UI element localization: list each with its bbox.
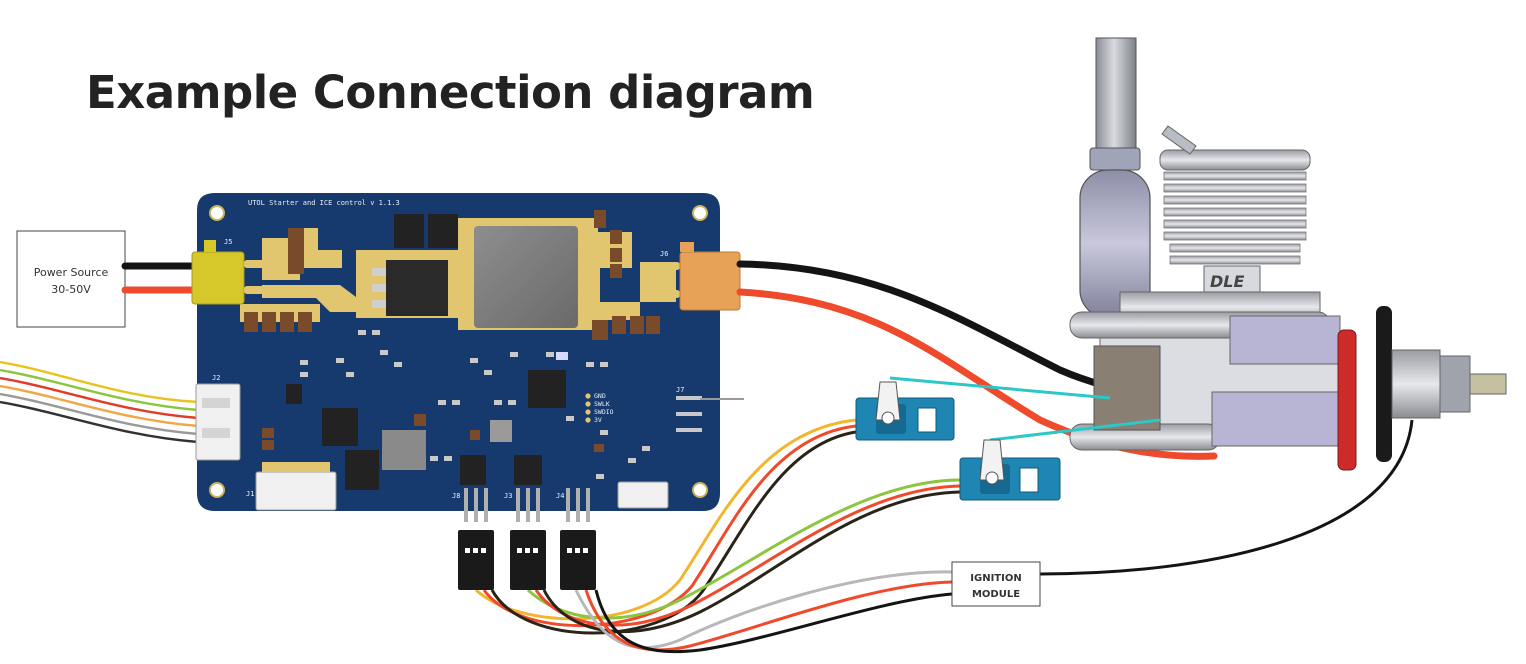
ignition-module-label-2: MODULE (972, 589, 1020, 600)
label-j4: J4 (556, 492, 564, 500)
label-j5: J5 (224, 238, 232, 246)
label-j7: J7 (676, 386, 684, 394)
board-name: UTOL Starter and ICE control v 1.1.3 (248, 199, 400, 207)
label-j3: J3 (504, 492, 512, 500)
connector-j2[interactable] (196, 384, 240, 460)
swd-swdio-label: SWDIO (594, 408, 614, 416)
ignition-module-label-1: IGNITION (970, 573, 1021, 584)
power-source: Power Source 30-50V (17, 231, 125, 327)
swd-3v-label: 3V (594, 416, 602, 424)
cylinder-fins (1164, 172, 1306, 264)
starter-motor (1212, 392, 1342, 446)
signal-harness-wires (0, 362, 198, 442)
power-input-wires (125, 266, 200, 290)
prop-hub-disk (1376, 306, 1392, 462)
engine-brand: DLE (1210, 272, 1244, 291)
swd-swlk-label: SWLK (594, 400, 610, 408)
crystal (490, 420, 512, 442)
inductor-l2 (382, 430, 426, 470)
carburetor (1230, 316, 1340, 364)
label-j8: J8 (452, 492, 460, 500)
servo-connectors[interactable] (458, 530, 596, 590)
label-j6: J6 (660, 250, 668, 258)
controller-board[interactable]: UTOL Starter and ICE control v 1.1.3 (192, 193, 744, 522)
label-j1: J1 (246, 490, 254, 498)
label-j2: J2 (212, 374, 220, 382)
servo-throttle[interactable] (856, 382, 954, 440)
connector-small[interactable] (618, 482, 668, 508)
power-mosfet (372, 260, 448, 316)
connector-j1[interactable] (256, 462, 336, 510)
flywheel (1338, 330, 1356, 470)
prop-shaft (1470, 374, 1506, 394)
power-source-voltage: 30-50V (51, 283, 91, 296)
swd-gnd-label: GND (594, 392, 606, 400)
servo-choke[interactable] (960, 440, 1060, 500)
inductor-l1 (474, 226, 578, 328)
engine: DLE (1070, 38, 1506, 470)
throttle-linkage (1094, 346, 1160, 430)
ignition-module: IGNITION MODULE (952, 562, 1040, 606)
power-source-label: Power Source (34, 266, 109, 279)
